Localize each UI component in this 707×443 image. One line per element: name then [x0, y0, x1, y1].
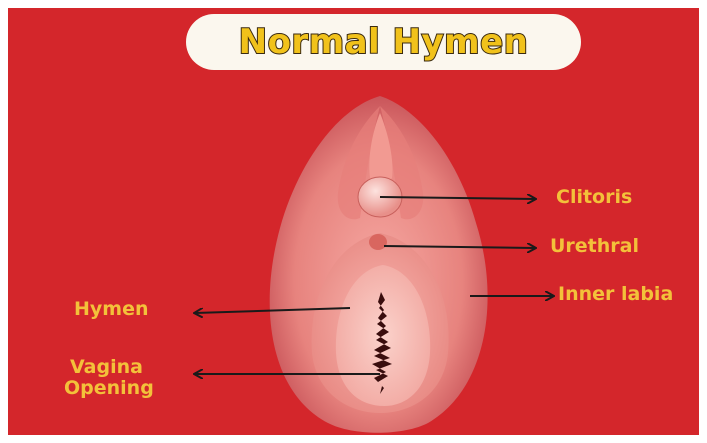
label-opening: Opening — [64, 377, 154, 399]
diagram-canvas: Normal Hymen — [8, 8, 699, 435]
urethral-opening-shape — [369, 234, 387, 250]
label-clitoris: Clitoris — [556, 186, 632, 208]
label-inner-labia: Inner labia — [558, 283, 673, 305]
label-hymen: Hymen — [74, 298, 149, 320]
label-urethral: Urethral — [550, 235, 639, 257]
label-vagina: Vagina — [70, 356, 143, 378]
